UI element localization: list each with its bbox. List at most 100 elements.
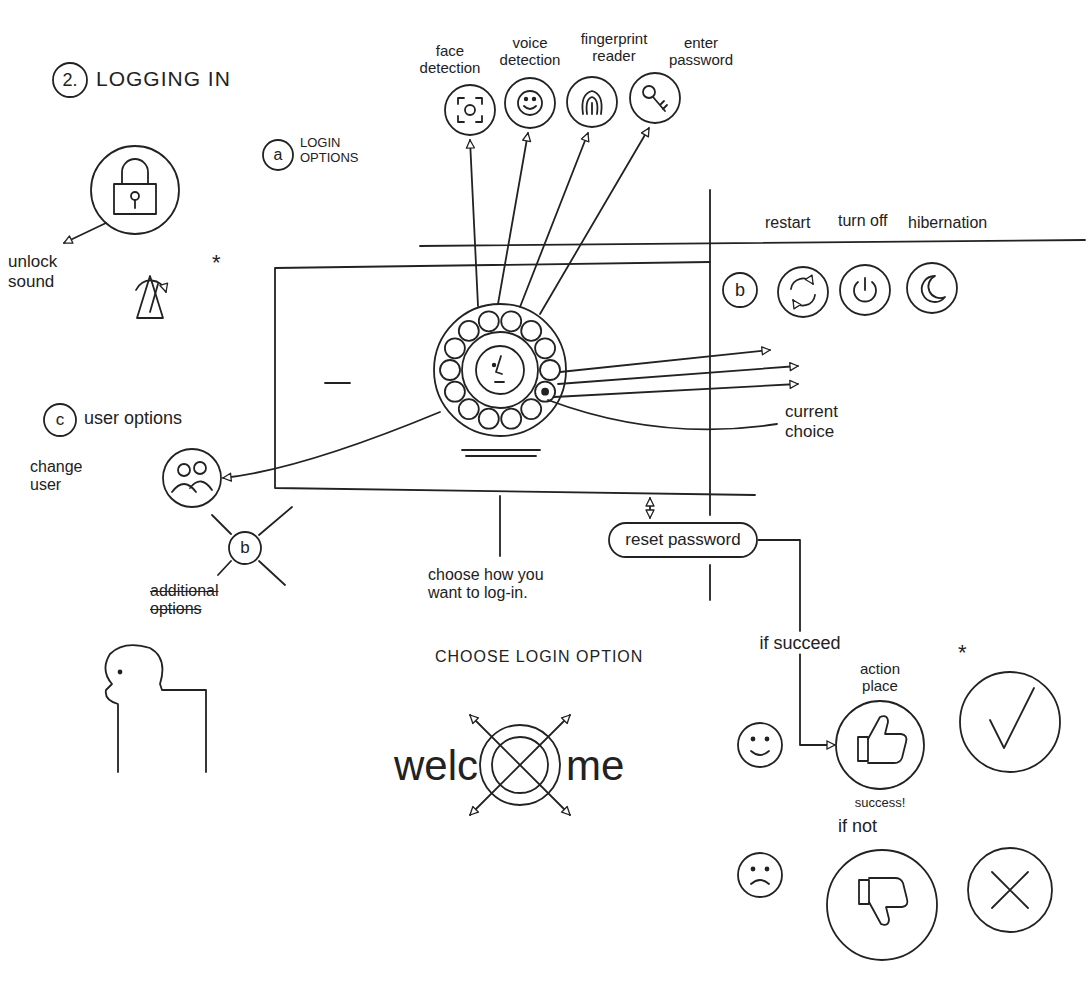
screen-frame bbox=[325, 382, 350, 384]
login-wheel bbox=[434, 304, 566, 456]
change-user-button-outline bbox=[162, 448, 222, 508]
text-holder: unlock sound bbox=[8, 252, 88, 291]
sound-icon bbox=[136, 276, 166, 318]
button-caption: action place bbox=[840, 660, 920, 695]
screen-frame bbox=[275, 262, 755, 495]
power-option-button-outline bbox=[839, 264, 891, 316]
lock-icon bbox=[114, 159, 156, 214]
pointer-arrow bbox=[223, 412, 440, 478]
login-wheel bbox=[495, 356, 504, 382]
condition-text: if not bbox=[838, 816, 877, 837]
text-holder: user options bbox=[84, 408, 182, 429]
login-wheel bbox=[459, 399, 479, 419]
restart-icon bbox=[791, 278, 813, 289]
welcome-text: welc bbox=[330, 742, 478, 790]
text-holder: 2. bbox=[52, 62, 88, 98]
login-wheel bbox=[535, 338, 555, 358]
text-holder: restart bbox=[765, 214, 810, 232]
moon-icon bbox=[922, 276, 945, 302]
login-wheel bbox=[521, 321, 541, 341]
key-icon bbox=[643, 86, 667, 111]
section-number-text: 2. bbox=[62, 70, 77, 91]
button-caption: hibernation bbox=[908, 214, 987, 232]
login-wheel bbox=[462, 450, 540, 456]
change-user-icon bbox=[178, 464, 190, 476]
login-wheel bbox=[493, 364, 496, 367]
thumbs-down-icon bbox=[827, 850, 937, 960]
thumbs-up-icon bbox=[858, 716, 906, 763]
smiley-icon bbox=[738, 723, 782, 767]
circle-outline bbox=[723, 273, 757, 307]
lock-button-outline bbox=[90, 145, 180, 235]
thumbs-down-icon bbox=[859, 880, 869, 904]
screen-frame bbox=[499, 496, 501, 556]
circle-outline bbox=[840, 265, 890, 315]
login-wheel bbox=[434, 304, 566, 436]
login-option-button: face detection bbox=[444, 84, 496, 136]
cross-icon bbox=[968, 848, 1052, 932]
circle-outline bbox=[445, 85, 495, 135]
thumbs-down-icon bbox=[869, 878, 907, 925]
pointer-arrow bbox=[498, 133, 528, 304]
text-holder: * bbox=[212, 250, 221, 275]
pointer-arrow bbox=[548, 400, 777, 429]
smiley-icon bbox=[766, 738, 769, 741]
option-letter: b bbox=[722, 272, 758, 308]
button-caption: enter password bbox=[662, 34, 740, 69]
text-holder: LOGIN OPTIONS bbox=[300, 136, 380, 166]
login-wheel bbox=[501, 409, 521, 429]
circle-outline bbox=[907, 263, 957, 313]
button-caption: change user bbox=[30, 458, 100, 495]
button-caption: restart bbox=[765, 214, 810, 232]
pointer-arrow bbox=[470, 140, 478, 306]
lock-icon bbox=[114, 184, 156, 214]
power-option-button: restart bbox=[777, 266, 829, 318]
circle-outline bbox=[263, 140, 293, 170]
circle-outline bbox=[91, 146, 179, 234]
frown-icon bbox=[751, 880, 769, 884]
frown-icon bbox=[738, 853, 782, 897]
crossout-lines bbox=[212, 507, 292, 585]
text-holder: welc bbox=[330, 742, 478, 790]
letter-text: b bbox=[735, 280, 745, 301]
circle-outline bbox=[44, 404, 76, 436]
voice-detection-icon bbox=[525, 98, 528, 101]
screen-frame bbox=[275, 190, 1085, 600]
fingerprint-icon bbox=[582, 91, 601, 114]
power-option-button: turn off bbox=[839, 264, 891, 316]
text-holder: voice detection bbox=[492, 34, 568, 69]
sound-icon bbox=[136, 280, 166, 292]
text-holder: choose how you want to log-in. bbox=[428, 566, 553, 603]
frown-icon bbox=[738, 853, 782, 897]
circle-outline bbox=[163, 449, 221, 507]
pointer-arrow bbox=[540, 128, 649, 314]
note-text: choose how you want to log-in. bbox=[428, 566, 553, 603]
text-holder: if succeed bbox=[755, 631, 844, 654]
text-holder: hibernation bbox=[908, 214, 987, 232]
frown-icon bbox=[752, 868, 755, 871]
welcome-circle bbox=[470, 715, 570, 815]
reset-password-pill: reset password bbox=[608, 522, 758, 558]
smiley-icon bbox=[751, 751, 769, 755]
pointer-arrow bbox=[560, 350, 770, 372]
thumbs-up-icon bbox=[858, 737, 868, 761]
section-title: LOGGING IN bbox=[96, 67, 231, 91]
text-holder: c bbox=[43, 403, 77, 437]
section-number: 2.LOGGING IN bbox=[52, 62, 88, 98]
pointer-arrow bbox=[520, 133, 588, 307]
button-caption: voice detection bbox=[492, 34, 568, 69]
login-option-button-outline bbox=[566, 76, 618, 128]
login-wheel bbox=[459, 321, 479, 341]
text-holder: enter password bbox=[662, 34, 740, 69]
text-holder: turn off bbox=[838, 212, 888, 230]
circle-outline bbox=[567, 77, 617, 127]
login-wheel bbox=[535, 382, 555, 402]
letter-text: a bbox=[274, 146, 283, 164]
login-wheel bbox=[542, 389, 548, 395]
change-user-icon bbox=[172, 462, 212, 492]
login-wheel bbox=[476, 346, 524, 394]
button-caption: face detection bbox=[410, 42, 490, 77]
circle-outline bbox=[630, 73, 680, 123]
welcome-circle bbox=[470, 715, 570, 815]
